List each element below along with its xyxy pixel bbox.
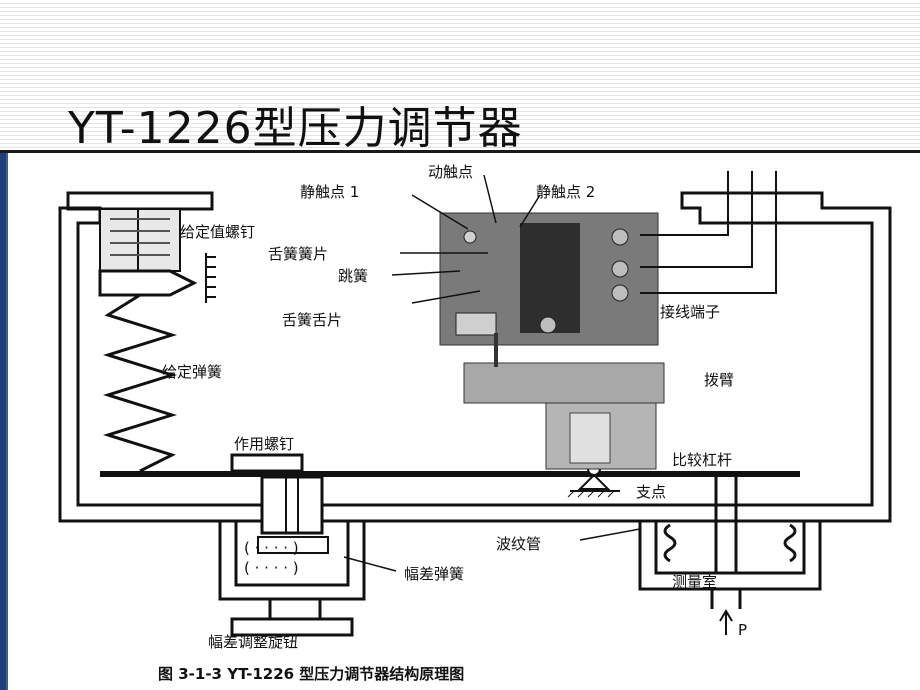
label-diff-spring: 幅差弹簧 xyxy=(404,565,464,583)
action-screw-shaft xyxy=(260,475,324,535)
terminal-wire-2 xyxy=(640,171,753,268)
measuring-chamber xyxy=(638,519,822,591)
compare-lever xyxy=(100,471,800,477)
bellows xyxy=(663,523,797,563)
label-setpoint-spring: 给定弹簧 xyxy=(162,363,222,381)
label-terminal: 接线端子 xyxy=(660,303,720,321)
label-reed-tongue: 舌簧舌片 xyxy=(282,311,342,329)
svg-text:( · · · · ): ( · · · · ) xyxy=(244,539,299,557)
left-accent-strip-inner xyxy=(6,153,8,690)
left-accent-strip xyxy=(0,153,6,690)
label-pressure: P xyxy=(738,621,747,639)
label-static-contact-2: 静触点 2 xyxy=(536,183,595,201)
terminal-wire-3 xyxy=(640,171,777,294)
diff-knob-shaft xyxy=(268,597,322,621)
spring-seat xyxy=(98,269,198,297)
label-setpoint-screw: 给定值螺钉 xyxy=(180,223,255,241)
diff-spring-housing xyxy=(218,519,366,601)
label-bellows: 波纹管 xyxy=(496,535,541,553)
label-measuring-chamber: 测量室 xyxy=(672,573,717,591)
label-jump-spring: 跳簧 xyxy=(338,267,368,285)
pressure-regulator-diagram: ( · · · · ) ( · · · · ) 动触点 静触点 1 静触点 2 … xyxy=(58,163,892,683)
label-compare-lever: 比较杠杆 xyxy=(672,451,732,469)
label-diff-knob: 幅差调整旋钮 xyxy=(208,633,298,651)
diagram-caption: 图 3-1-3 YT-1226 型压力调节器结构原理图 xyxy=(158,665,464,683)
action-screw-head xyxy=(230,453,304,473)
label-action-screw: 作用螺钉 xyxy=(234,435,294,453)
title-stripe-background xyxy=(0,0,920,150)
diff-knob xyxy=(230,617,354,637)
terminal-wire-1 xyxy=(640,171,729,236)
label-dial-arm: 拨臂 xyxy=(704,371,734,389)
housing-outline xyxy=(58,191,892,523)
svg-text:( · · · · ): ( · · · · ) xyxy=(244,559,299,577)
dial-arm-photo xyxy=(463,362,665,404)
label-fulcrum: 支点 xyxy=(636,483,666,501)
label-moving-contact: 动触点 xyxy=(428,163,473,181)
setpoint-spring xyxy=(102,293,178,473)
slide-title: YT-1226型压力调节器 xyxy=(68,103,523,154)
label-static-contact-1: 静触点 1 xyxy=(300,183,359,201)
title-divider xyxy=(0,150,920,153)
label-reed-spring-blade: 舌簧簧片 xyxy=(268,245,328,263)
